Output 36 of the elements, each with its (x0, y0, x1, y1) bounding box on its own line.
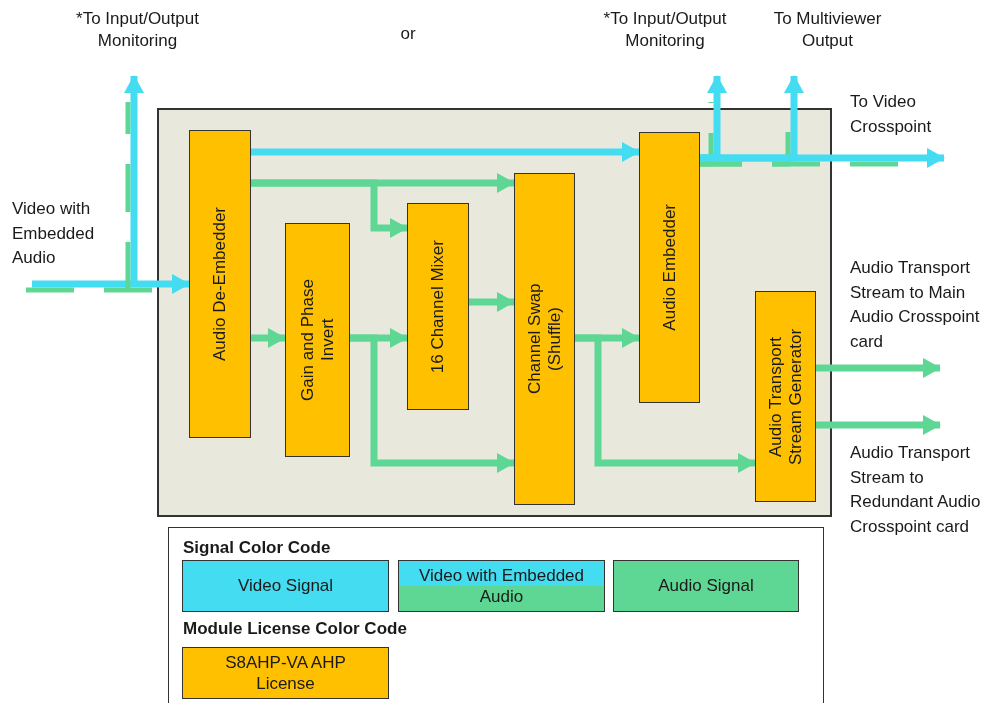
output-label: To Multiviewer Output (772, 8, 883, 53)
legend-heading: Module License Color Code (183, 618, 408, 640)
block-label: Channel Swap (Shuffle) (524, 282, 565, 397)
arrow (251, 179, 408, 238)
signal-label: Video with Embedded Audio (12, 198, 96, 270)
process-block (639, 132, 700, 403)
output-label: *To Input/Output Monitoring (75, 8, 200, 53)
arrow (700, 75, 804, 162)
module-panel (157, 108, 832, 517)
process-block (755, 291, 816, 502)
process-block (407, 203, 469, 410)
legend-text: Audio Signal (658, 575, 754, 597)
arrow (251, 142, 640, 162)
legend-text: Video with Embedded Audio (417, 564, 586, 608)
block-label: Audio Transport Stream Generator (765, 327, 806, 467)
arrow (251, 328, 286, 348)
output-label: *To Input/Output Monitoring (602, 8, 728, 53)
legend-heading: Signal Color Code (183, 537, 332, 559)
block-label: Gain and Phase Invert (297, 278, 338, 403)
signal-label: Audio Transport Stream to Main Audio Crosspoint card (850, 257, 981, 353)
signal-label: or (399, 23, 417, 45)
process-block (189, 130, 251, 438)
block-label: 16 Channel Mixer (428, 239, 448, 374)
signal-label: Audio Transport Stream to Redundant Audio Crosspoint card (850, 442, 982, 538)
signal-label: To Video Crosspoint (850, 91, 933, 138)
arrow (816, 358, 941, 378)
arrow (816, 415, 941, 435)
process-block (514, 173, 575, 505)
legend-text: Video Signal (237, 575, 334, 597)
block-label: Audio De-Embedder (210, 207, 230, 361)
block-label: Audio Embedder (659, 204, 680, 331)
arrow (575, 334, 756, 473)
legend-text: S8AHP-VA AHP License (224, 651, 347, 695)
arrow (469, 292, 515, 312)
arrow (350, 334, 515, 473)
process-block (285, 223, 350, 457)
